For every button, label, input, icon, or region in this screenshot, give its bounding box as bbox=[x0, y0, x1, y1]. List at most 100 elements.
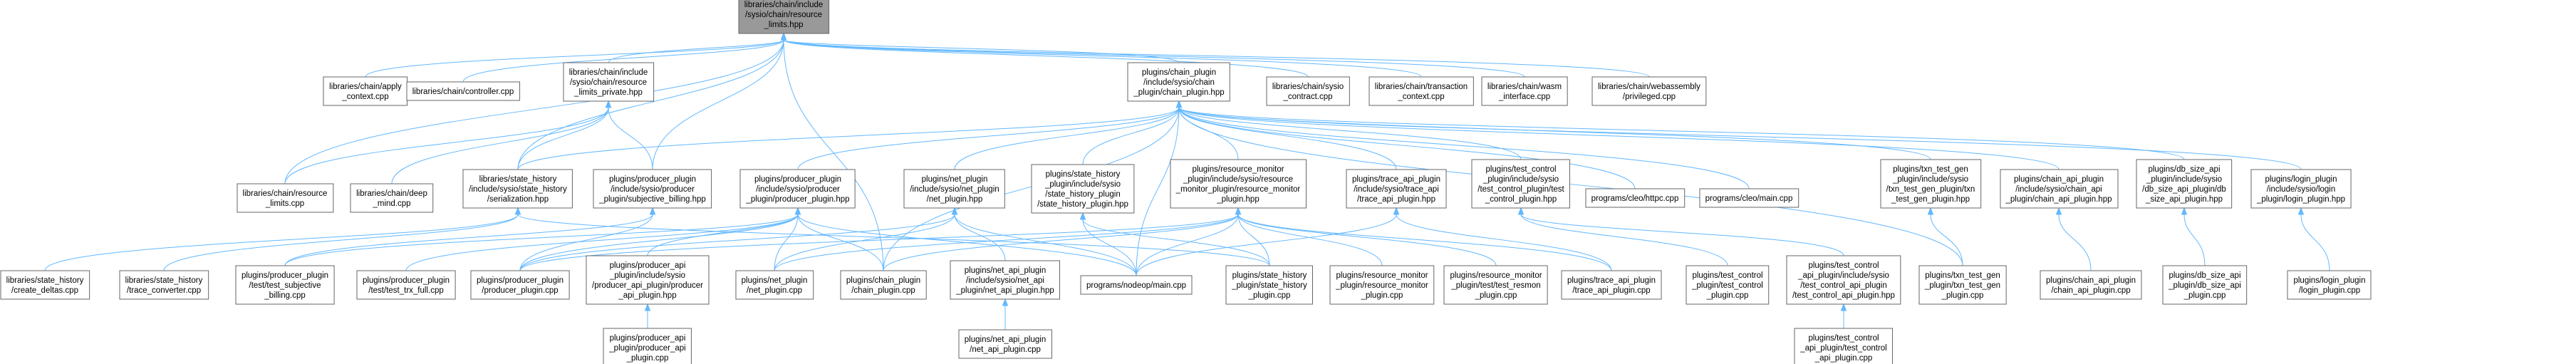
node-label-line: /trace_api_plugin.cpp bbox=[1572, 286, 1650, 295]
graph-node[interactable]: libraries/chain/resource_limits.cpp bbox=[237, 183, 334, 213]
graph-node[interactable]: libraries/chain/transaction_context.cpp bbox=[1368, 76, 1474, 106]
graph-edge bbox=[951, 207, 1006, 261]
graph-node[interactable]: plugins/test_control_plugin/include/sysi… bbox=[1471, 159, 1570, 209]
node-label-line: plugins/producer_plugin bbox=[242, 271, 328, 280]
edge-arrowhead bbox=[605, 100, 612, 108]
graph-node[interactable]: plugins/test_control_api_plugin/include/… bbox=[1786, 255, 1901, 305]
node-label-line: _limits.cpp bbox=[265, 199, 304, 208]
graph-node[interactable]: libraries/chain/controller.cpp bbox=[406, 81, 521, 101]
node-label-line: libraries/state_history bbox=[6, 276, 84, 285]
edge-line bbox=[774, 214, 955, 271]
graph-node[interactable]: plugins/producer_api_plugin/producer_api… bbox=[603, 328, 692, 364]
graph-node[interactable]: plugins/producer_plugin/test/test_trx_fu… bbox=[356, 270, 456, 300]
graph-node[interactable]: plugins/net_plugin/include/sysio/net_plu… bbox=[903, 169, 1005, 209]
graph-node[interactable]: plugins/trace_api_plugin/include/sysio/t… bbox=[1346, 169, 1447, 209]
node-label-line: /sysio/chain/resource bbox=[745, 11, 822, 19]
node-label-line: libraries/state_history bbox=[479, 175, 557, 184]
graph-node[interactable]: plugins/chain_plugin/include/sysio/chain… bbox=[1127, 62, 1230, 102]
graph-node[interactable]: libraries/chain/apply _context.cpp bbox=[323, 76, 408, 106]
edge-arrowhead bbox=[644, 303, 651, 311]
node-label-line: /test_control_plugin/test bbox=[1477, 185, 1564, 194]
node-label-line: _plugin.cpp bbox=[1361, 291, 1403, 300]
node-label-line: _size_api_plugin.hpp bbox=[2145, 195, 2223, 204]
edge-line bbox=[1520, 214, 1728, 266]
graph-node[interactable]: libraries/state_history/create_deltas.cp… bbox=[0, 270, 90, 300]
graph-edge bbox=[1517, 207, 1728, 266]
edge-line bbox=[391, 107, 609, 184]
graph-node[interactable]: plugins/net_api_plugin/net_api_plugin.cp… bbox=[958, 329, 1052, 359]
graph-node[interactable]: plugins/net_plugin/net_plugin.cpp bbox=[735, 270, 814, 300]
graph-edge bbox=[780, 32, 884, 271]
node-box bbox=[237, 183, 334, 213]
node-label-line: plugins/producer_plugin bbox=[363, 276, 450, 285]
graph-node[interactable]: plugins/test_control_plugin/test_control… bbox=[1686, 265, 1770, 305]
node-label-line: libraries/chain/include bbox=[744, 1, 824, 9]
graph-node[interactable]: libraries/state_history/trace_converter.… bbox=[119, 270, 209, 300]
graph-node[interactable]: plugins/test_control_api_plugin/test_con… bbox=[1794, 328, 1893, 364]
graph-node[interactable]: libraries/chain/wasm_interface.cpp bbox=[1481, 76, 1568, 106]
graph-node[interactable]: plugins/state_history_plugin/include/sys… bbox=[1031, 164, 1135, 214]
node-label-line: _plugin.cpp bbox=[2183, 291, 2226, 300]
node-box bbox=[1080, 275, 1193, 295]
graph-edge bbox=[1136, 207, 1400, 276]
node-box bbox=[1225, 265, 1313, 305]
node-label-line: _context.cpp bbox=[341, 93, 388, 101]
edge-arrowhead bbox=[1517, 207, 1525, 215]
graph-node[interactable]: plugins/db_size_api_plugin/db_size_api_p… bbox=[2162, 265, 2248, 305]
graph-node[interactable]: plugins/producer_plugin/include/sysio/pr… bbox=[739, 169, 856, 209]
node-label-line: _control_plugin.hpp bbox=[1485, 195, 1557, 204]
graph-node[interactable]: programs/cleo/main.cpp bbox=[1699, 188, 1799, 208]
node-box bbox=[1699, 188, 1799, 208]
edge-line bbox=[1930, 214, 1963, 266]
node-label-line: programs/nodeop/main.cpp bbox=[1086, 281, 1186, 290]
graph-node[interactable]: plugins/txn_test_gen_plugin/txn_test_gen… bbox=[1918, 265, 2007, 305]
graph-node[interactable]: plugins/resource_monitor_plugin/resource… bbox=[1329, 265, 1435, 305]
graph-node[interactable]: libraries/chain/webassembly/privileged.c… bbox=[1591, 76, 1707, 106]
node-box bbox=[950, 260, 1060, 300]
graph-root-node[interactable]: libraries/chain/include/sysio/chain/reso… bbox=[738, 0, 830, 34]
graph-node[interactable]: programs/cleo/httpc.cpp bbox=[1585, 188, 1686, 208]
graph-node[interactable]: libraries/chain/include/sysio/chain/reso… bbox=[563, 62, 655, 102]
node-label-line: _plugin/include/sysio bbox=[1044, 180, 1121, 189]
graph-node[interactable]: plugins/state_history_plugin/state_histo… bbox=[1225, 265, 1313, 305]
graph-node[interactable]: plugins/net_api_plugin/include/sysio/net… bbox=[950, 260, 1060, 300]
graph-node[interactable]: plugins/producer_plugin/producer_plugin.… bbox=[470, 270, 570, 300]
node-label-line: libraries/chain/apply bbox=[329, 83, 402, 91]
node-label-line: _plugin/include/sysio/resource bbox=[1183, 175, 1293, 184]
node-label-line: /create_deltas.cpp bbox=[11, 286, 78, 295]
graph-node[interactable]: plugins/trace_api_plugin/trace_api_plugi… bbox=[1561, 270, 1662, 300]
graph-node[interactable]: libraries/chain/deep_mind.cpp bbox=[350, 183, 434, 213]
graph-node[interactable]: plugins/producer_plugin/test/test_subjec… bbox=[235, 265, 335, 305]
node-box bbox=[462, 169, 573, 209]
graph-node[interactable]: plugins/resource_monitor_plugin/test/tes… bbox=[1443, 265, 1548, 305]
node-box bbox=[350, 183, 434, 213]
graph-node[interactable]: plugins/chain_api_plugin/include/sysio/c… bbox=[2000, 169, 2119, 209]
graph-node[interactable]: programs/nodeop/main.cpp bbox=[1080, 275, 1193, 295]
edge-line bbox=[883, 214, 1239, 271]
graph-node[interactable]: libraries/chain/sysio_contract.cpp bbox=[1266, 76, 1350, 106]
graph-node[interactable]: plugins/login_plugin/include/sysio/login… bbox=[2250, 169, 2352, 209]
node-label-line: libraries/chain/sysio bbox=[1272, 83, 1344, 91]
graph-node[interactable]: plugins/producer_plugin/include/sysio/pr… bbox=[593, 169, 712, 209]
graph-node[interactable]: plugins/chain_plugin/chain_plugin.cpp bbox=[840, 270, 927, 300]
edge-line bbox=[652, 39, 784, 170]
edge-line bbox=[1237, 214, 1612, 271]
edge-arrowhead bbox=[2181, 207, 2188, 215]
node-label-line: plugins/state_history bbox=[1232, 271, 1307, 280]
edge-arrowhead bbox=[1927, 207, 1934, 215]
node-label-line: plugins/chain_api_plugin bbox=[2046, 276, 2136, 285]
graph-node[interactable]: plugins/txn_test_gen_plugin/include/sysi… bbox=[1880, 159, 1982, 209]
node-box bbox=[1786, 255, 1901, 305]
graph-node[interactable]: plugins/resource_monitor_plugin/include/… bbox=[1170, 159, 1307, 209]
graph-node[interactable]: plugins/db_size_api_plugin/include/sysio… bbox=[2136, 159, 2233, 209]
node-label-line: /chain_api_plugin.cpp bbox=[2051, 286, 2130, 295]
graph-node[interactable]: plugins/chain_api_plugin/chain_api_plugi… bbox=[2040, 270, 2142, 300]
graph-node[interactable]: libraries/state_history/include/sysio/st… bbox=[462, 169, 573, 209]
edge-line bbox=[774, 214, 799, 271]
node-label-line: _interface.cpp bbox=[1498, 93, 1550, 101]
edge-line bbox=[1136, 107, 1180, 276]
node-label-line: _mind.cpp bbox=[372, 199, 410, 208]
node-label-line: /serialization.hpp bbox=[487, 195, 549, 204]
graph-node[interactable]: plugins/producer_api_plugin/include/sysi… bbox=[586, 255, 710, 305]
graph-node[interactable]: plugins/login_plugin/login_plugin.cpp bbox=[2287, 270, 2372, 300]
